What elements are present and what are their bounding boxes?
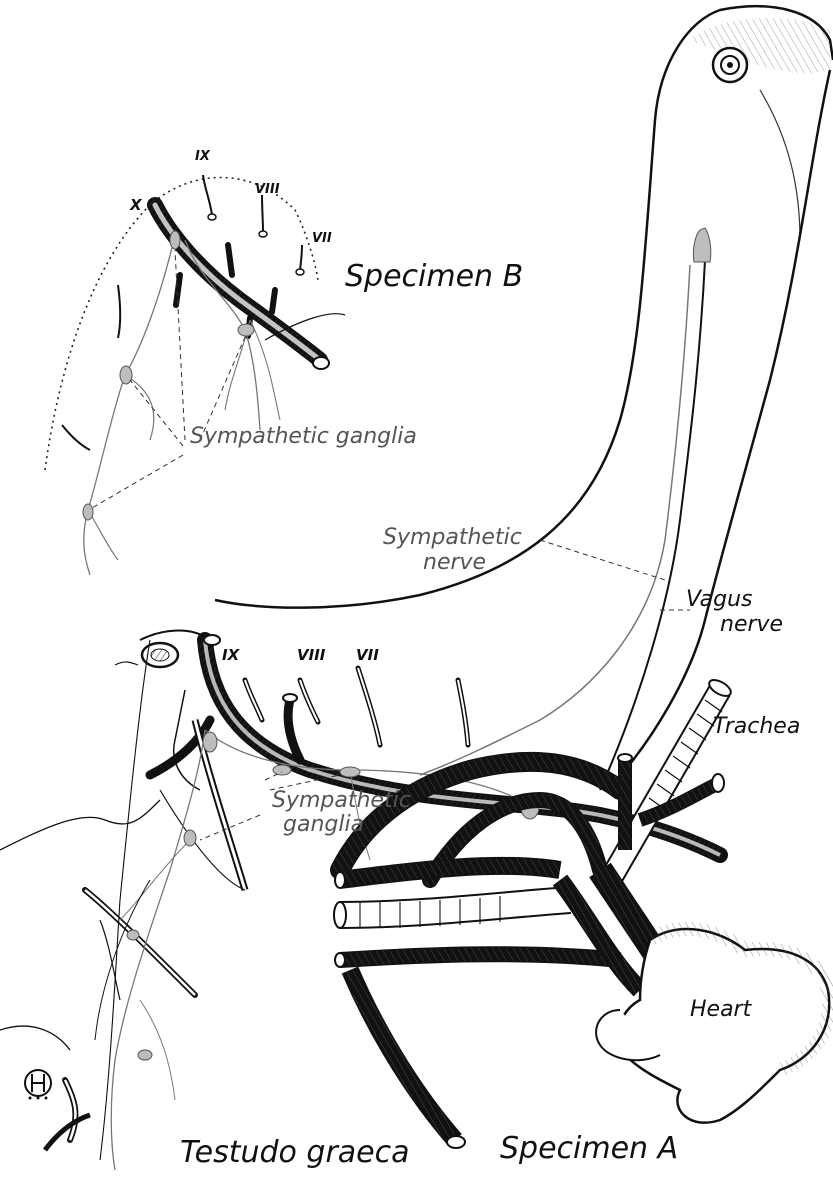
ganglion-b1 — [170, 231, 180, 249]
nerve-vii-label-b: VII — [312, 232, 332, 245]
ganglion-a6 — [138, 1050, 152, 1060]
sympathetic-ganglia-a-label-line1: Sympathetic — [272, 790, 411, 812]
nerve-viii-stub-b — [262, 195, 263, 232]
specimen-b-label: Specimen B — [345, 262, 523, 292]
specimen-a-drawing — [0, 631, 829, 1170]
ganglion-b3 — [120, 366, 132, 384]
neck-outline — [215, 6, 833, 790]
ganglion-a3 — [340, 767, 360, 777]
ganglion-a5 — [127, 930, 139, 940]
vagus-nerve-label-line1: Vagus — [686, 589, 753, 611]
sympathetic-chain-b — [84, 235, 175, 575]
heart-label: Heart — [690, 999, 751, 1021]
ganglion-a1 — [203, 732, 217, 752]
specimen-a-label: Specimen A — [500, 1134, 678, 1164]
sympathetic-chain-a — [111, 730, 205, 1170]
nerve-ix-label-a: IX — [222, 648, 239, 663]
nerve-ix-label-b: IX — [195, 150, 210, 163]
sympathetic-ganglia-b-label: Sympathetic ganglia — [190, 426, 417, 448]
nerve-ix-stub-b — [203, 175, 212, 215]
sympathetic-ganglia-a-label-line2: ganglia — [283, 814, 364, 836]
nerve-vii-label-a: VII — [356, 648, 379, 663]
trachea-label: Trachea — [713, 716, 800, 738]
nerve-x-label-b: X — [130, 198, 142, 213]
vagus-nerve-neck — [600, 260, 705, 790]
species-label: Testudo graeca — [180, 1138, 410, 1168]
nerve-viii-label-b: VIII — [255, 183, 280, 196]
ganglion-a4 — [184, 830, 196, 846]
ganglion-a2 — [273, 765, 291, 775]
sympathetic-nerve-label-line1: Sympathetic — [383, 527, 522, 549]
ganglion-b2 — [238, 324, 254, 336]
nerve-viii-label-a: VIII — [297, 648, 325, 663]
sympathetic-nerve-label-line2: nerve — [423, 552, 486, 574]
nerve-vii-stub-b — [300, 245, 302, 270]
vagus-nerve-label-line2: nerve — [720, 614, 783, 636]
specimen-b-drawing — [45, 175, 345, 575]
ganglion-b4 — [83, 504, 93, 520]
artist-monogram — [25, 1070, 51, 1100]
